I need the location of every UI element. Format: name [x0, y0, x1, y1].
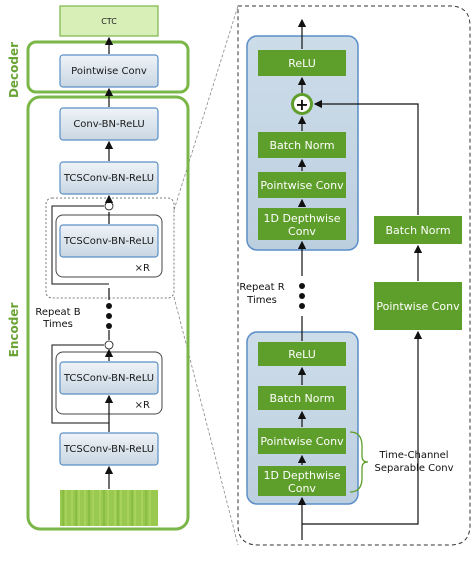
rb-relu-block: [258, 342, 346, 366]
times-r-top-label: ×R: [135, 263, 150, 274]
repeat-b-dot-1: [106, 303, 112, 309]
rb-pointwise-conv-block: [258, 428, 346, 454]
right-flow-arrows: [297, 18, 423, 540]
skip-connection-bottom: [51, 344, 109, 424]
repeat-b-dot-3: [106, 323, 112, 329]
encoder-frame: [26, 95, 190, 531]
rb-depthwise-conv-block: [258, 466, 346, 496]
repeat-b-dot-2: [106, 313, 112, 319]
ctc-box: [59, 5, 159, 37]
rt-depthwise-conv-block: [258, 208, 346, 240]
residual-batch-norm-label: Batch Norm: [385, 224, 450, 237]
add-icon: +: [295, 95, 308, 114]
repeat-r-label-line2: Times: [246, 295, 277, 306]
repeat-r-dot-2: [299, 293, 305, 299]
tcsconv-block-1: [59, 361, 159, 395]
rb-batch-norm-block: [258, 386, 346, 410]
encoder-label: Encoder: [7, 303, 21, 358]
repeat-b-label-line2: Times: [42, 319, 73, 330]
conv-bn-relu-label: Conv-BN-ReLU: [73, 119, 144, 130]
rb-relu-label: ReLU: [288, 348, 316, 361]
rb-pointwise-conv-label: Pointwise Conv: [260, 435, 344, 448]
skip-connection-top: [51, 205, 109, 285]
tcs-brace: [349, 431, 369, 493]
rt-depthwise-line1: 1D Depthwise: [263, 212, 340, 225]
times-r-bottom-label: ×R: [135, 400, 150, 411]
add-node-top: [104, 201, 114, 211]
rt-relu-label: ReLU: [288, 57, 316, 70]
rb-depthwise-line2: Conv: [288, 482, 316, 495]
rt-batch-norm-block: [258, 132, 346, 158]
tcsconv-block-bottom: [59, 432, 159, 466]
zoom-connector-bottom: [173, 296, 239, 546]
rt-pointwise-conv-label: Pointwise Conv: [260, 179, 344, 192]
residual-batch-norm-block: [374, 216, 462, 244]
tcs-annotation-line2: Separable Conv: [374, 463, 453, 474]
decoder-pointwise-conv-block: [59, 54, 159, 88]
tcsconv-top-label: TCSConv-BN-ReLU: [63, 173, 154, 184]
tcsconv-block-1-label: TCSConv-BN-ReLU: [63, 373, 154, 384]
zoom-connector-top: [173, 5, 239, 211]
decoder-label: Decoder: [7, 42, 21, 98]
tcsconv-bottom-label: TCSConv-BN-ReLU: [63, 444, 154, 455]
decoder-pointwise-conv-label: Pointwise Conv: [71, 66, 147, 77]
rt-pointwise-conv-block: [258, 172, 346, 198]
residual-pointwise-conv-label: Pointwise Conv: [376, 300, 460, 313]
rb-depthwise-line1: 1D Depthwise: [263, 469, 340, 482]
tcsconv-block-top: [59, 161, 159, 195]
tcsconv-repeat-label: TCSConv-BN-ReLU: [63, 236, 154, 247]
rt-relu-block: [258, 50, 346, 76]
rt-batch-norm-label: Batch Norm: [269, 139, 334, 152]
repeat-r-label-line1: Repeat R: [239, 282, 284, 293]
repeat-b-label-line1: Repeat B: [35, 307, 80, 318]
spectrogram-input: [60, 490, 158, 526]
rt-depthwise-line2: Conv: [288, 225, 316, 238]
residual-add-inner: [294, 96, 310, 112]
tcsconv-block-repeat: [59, 224, 159, 258]
rb-batch-norm-label: Batch Norm: [269, 392, 334, 405]
repeat-r-dot-1: [299, 283, 305, 289]
add-node-bottom: [104, 340, 114, 350]
conv-bn-relu-block: [59, 107, 159, 141]
repeat-r-dot-3: [299, 303, 305, 309]
tcs-annotation-line1: Time-Channel: [378, 450, 448, 461]
residual-pointwise-conv-block: [374, 282, 462, 330]
zoomed-panel-frame: [237, 5, 471, 546]
ctc-label: CTC: [101, 17, 117, 26]
